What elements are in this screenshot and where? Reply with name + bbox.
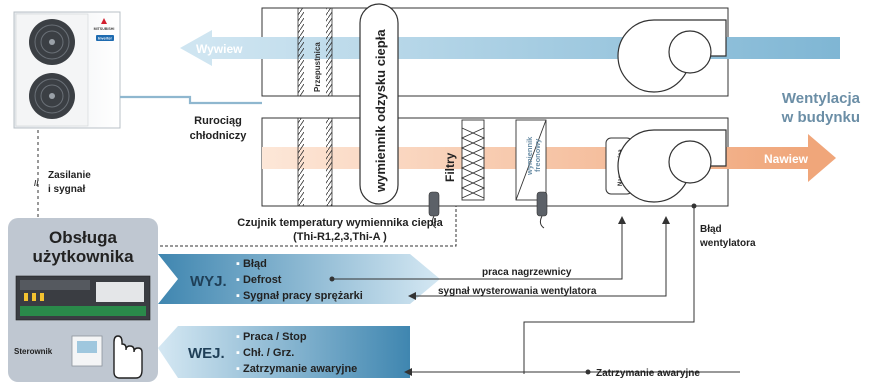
filters: Filtry — [443, 119, 486, 201]
bypass-label: Przepustnica — [313, 42, 322, 92]
outdoor-unit: MITSUBISHI Inverter — [13, 11, 121, 129]
building-label-2: w budynku — [781, 109, 860, 126]
user-panel-title-2: użytkownika — [32, 247, 134, 266]
outputs-block: WYJ. ▪ Błąd ▪ Defrost ▪ Sygnał pracy spr… — [158, 254, 440, 304]
emergency-stop-label: Zatrzymanie awaryjne — [596, 368, 700, 379]
exhaust-fan-icon — [617, 19, 727, 93]
fan-control-label: sygnał wysterowania wentylatora — [438, 286, 597, 297]
freon-exchanger-label-1: wymiennik — [525, 136, 534, 176]
input-item-0: ▪ Praca / Stop — [236, 331, 307, 343]
output-item-2: ▪ Sygnał pracy sprężarki — [236, 290, 363, 302]
unit-fan-bottom — [29, 73, 75, 119]
power-label-1: Zasilanie — [48, 170, 91, 181]
remote-controller-icon — [71, 335, 103, 367]
filters-label: Filtry — [443, 152, 457, 182]
heat-recovery-label: wymiennik odzysku ciepła — [373, 29, 388, 193]
inputs-block: WEJ. ▪ Praca / Stop ▪ Chł. / Grz. ▪ Zatr… — [158, 326, 410, 378]
mitsubishi-logo-icon — [101, 18, 107, 24]
building-label-1: Wentylacja — [782, 90, 861, 107]
freon-exchanger-label-2: freonowy — [533, 138, 542, 172]
user-panel: Obsługa użytkownika Sterownik — [8, 218, 158, 382]
exhaust-label: Wywiew — [196, 42, 243, 56]
heat-recovery-exchanger: wymiennik odzysku ciepła — [359, 3, 399, 205]
refrigerant-pipe — [120, 95, 262, 105]
controller-label: Sterownik — [14, 347, 53, 356]
fan-error-label-1: Błąd — [700, 224, 722, 235]
pipe-label-1: Rurociąg — [194, 115, 242, 127]
input-item-1: ▪ Chł. / Grz. — [236, 347, 294, 359]
hand-pointer-icon — [113, 335, 143, 379]
unit-brand: MITSUBISHI — [94, 27, 115, 31]
signal-lines — [329, 203, 740, 376]
inputs-tag: WEJ. — [188, 345, 225, 362]
power-label-2: i sygnał — [48, 184, 85, 195]
pipe-label-2: chłodniczy — [190, 130, 248, 142]
output-item-0: ▪ Błąd — [236, 258, 267, 270]
user-panel-title-1: Obsługa — [49, 228, 118, 247]
bypass-damper: Przepustnica — [297, 8, 333, 206]
output-item-1: ▪ Defrost — [236, 274, 282, 286]
sensor-label-1: Czujnik temperatury wymiennika ciepła — [237, 217, 443, 229]
sensor-label-2: (Thi-R1,2,3,Thi-A ) — [293, 231, 387, 243]
break-marker: // — [34, 179, 39, 188]
supply-label: Nawiew — [764, 152, 809, 166]
temperature-sensor-2 — [536, 191, 548, 229]
supply-fan-icon — [617, 129, 727, 203]
outputs-tag: WYJ. — [190, 273, 227, 290]
unit-badge: Inverter — [98, 37, 112, 41]
fan-error-label-2: wentylatora — [699, 238, 756, 249]
controller-board — [15, 275, 151, 321]
freon-exchanger: wymiennik freonowy — [515, 119, 547, 201]
input-item-2: ▪ Zatrzymanie awaryjne — [236, 363, 357, 375]
heater-work-label: praca nagrzewnicy — [482, 267, 572, 278]
sensor-dashed-line — [100, 205, 537, 247]
temperature-sensor-1 — [428, 191, 440, 229]
unit-fan-top — [29, 19, 75, 65]
